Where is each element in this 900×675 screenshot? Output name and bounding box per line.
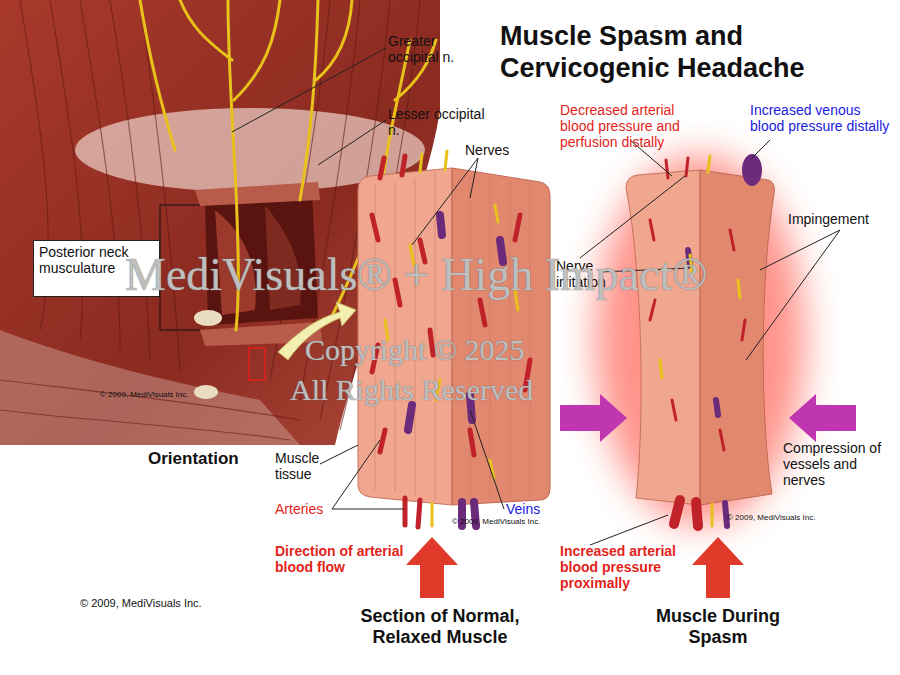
diagram-title: Muscle Spasm and Cervicogenic Headache bbox=[500, 20, 880, 84]
nerve-label: Nerves bbox=[465, 142, 509, 158]
flow-note: Direction of arterial blood flow bbox=[275, 543, 425, 575]
compression-arrow bbox=[789, 394, 856, 442]
flow-arrow bbox=[406, 537, 458, 598]
vessel-label: Arteries bbox=[275, 501, 323, 517]
watermark: Copyright © 2025 bbox=[305, 333, 524, 367]
effect-label: Compression of vessels and nerves bbox=[783, 440, 895, 488]
spasm-muscle-section bbox=[595, 154, 805, 526]
panel-label: Orientation bbox=[148, 451, 239, 467]
pressure-note: Decreased arterial blood pressure and pe… bbox=[560, 102, 710, 150]
copyright-note: © 2009, MediVisuals Inc. bbox=[727, 513, 815, 522]
nerve-label: Lesser occipital n. bbox=[388, 106, 488, 138]
nerve-label: Greater occipital n. bbox=[388, 33, 488, 65]
panel-caption: Muscle During Spasm bbox=[630, 606, 806, 648]
pressure-note: Increased arterial blood pressure proxim… bbox=[560, 543, 710, 591]
flow-arrow bbox=[692, 537, 744, 598]
copyright-note: © 2009, MediVisuals Inc. bbox=[452, 517, 540, 526]
panel-caption: Section of Normal, Relaxed Muscle bbox=[330, 606, 550, 648]
compression-arrow bbox=[560, 394, 627, 442]
pressure-note: Increased venous blood pressure distally bbox=[750, 102, 890, 134]
vessel-label: Veins bbox=[506, 501, 540, 517]
effect-label: Impingement bbox=[788, 211, 869, 227]
watermark: MediVisuals® + High Impact® bbox=[125, 250, 707, 300]
copyright-note: © 2009, MediVisuals Inc. bbox=[80, 597, 202, 609]
watermark: All Rights Reserved bbox=[290, 373, 533, 407]
copyright-note: © 2009, MediVisuals Inc. bbox=[100, 390, 188, 399]
part-label: Muscle tissue bbox=[275, 450, 335, 482]
